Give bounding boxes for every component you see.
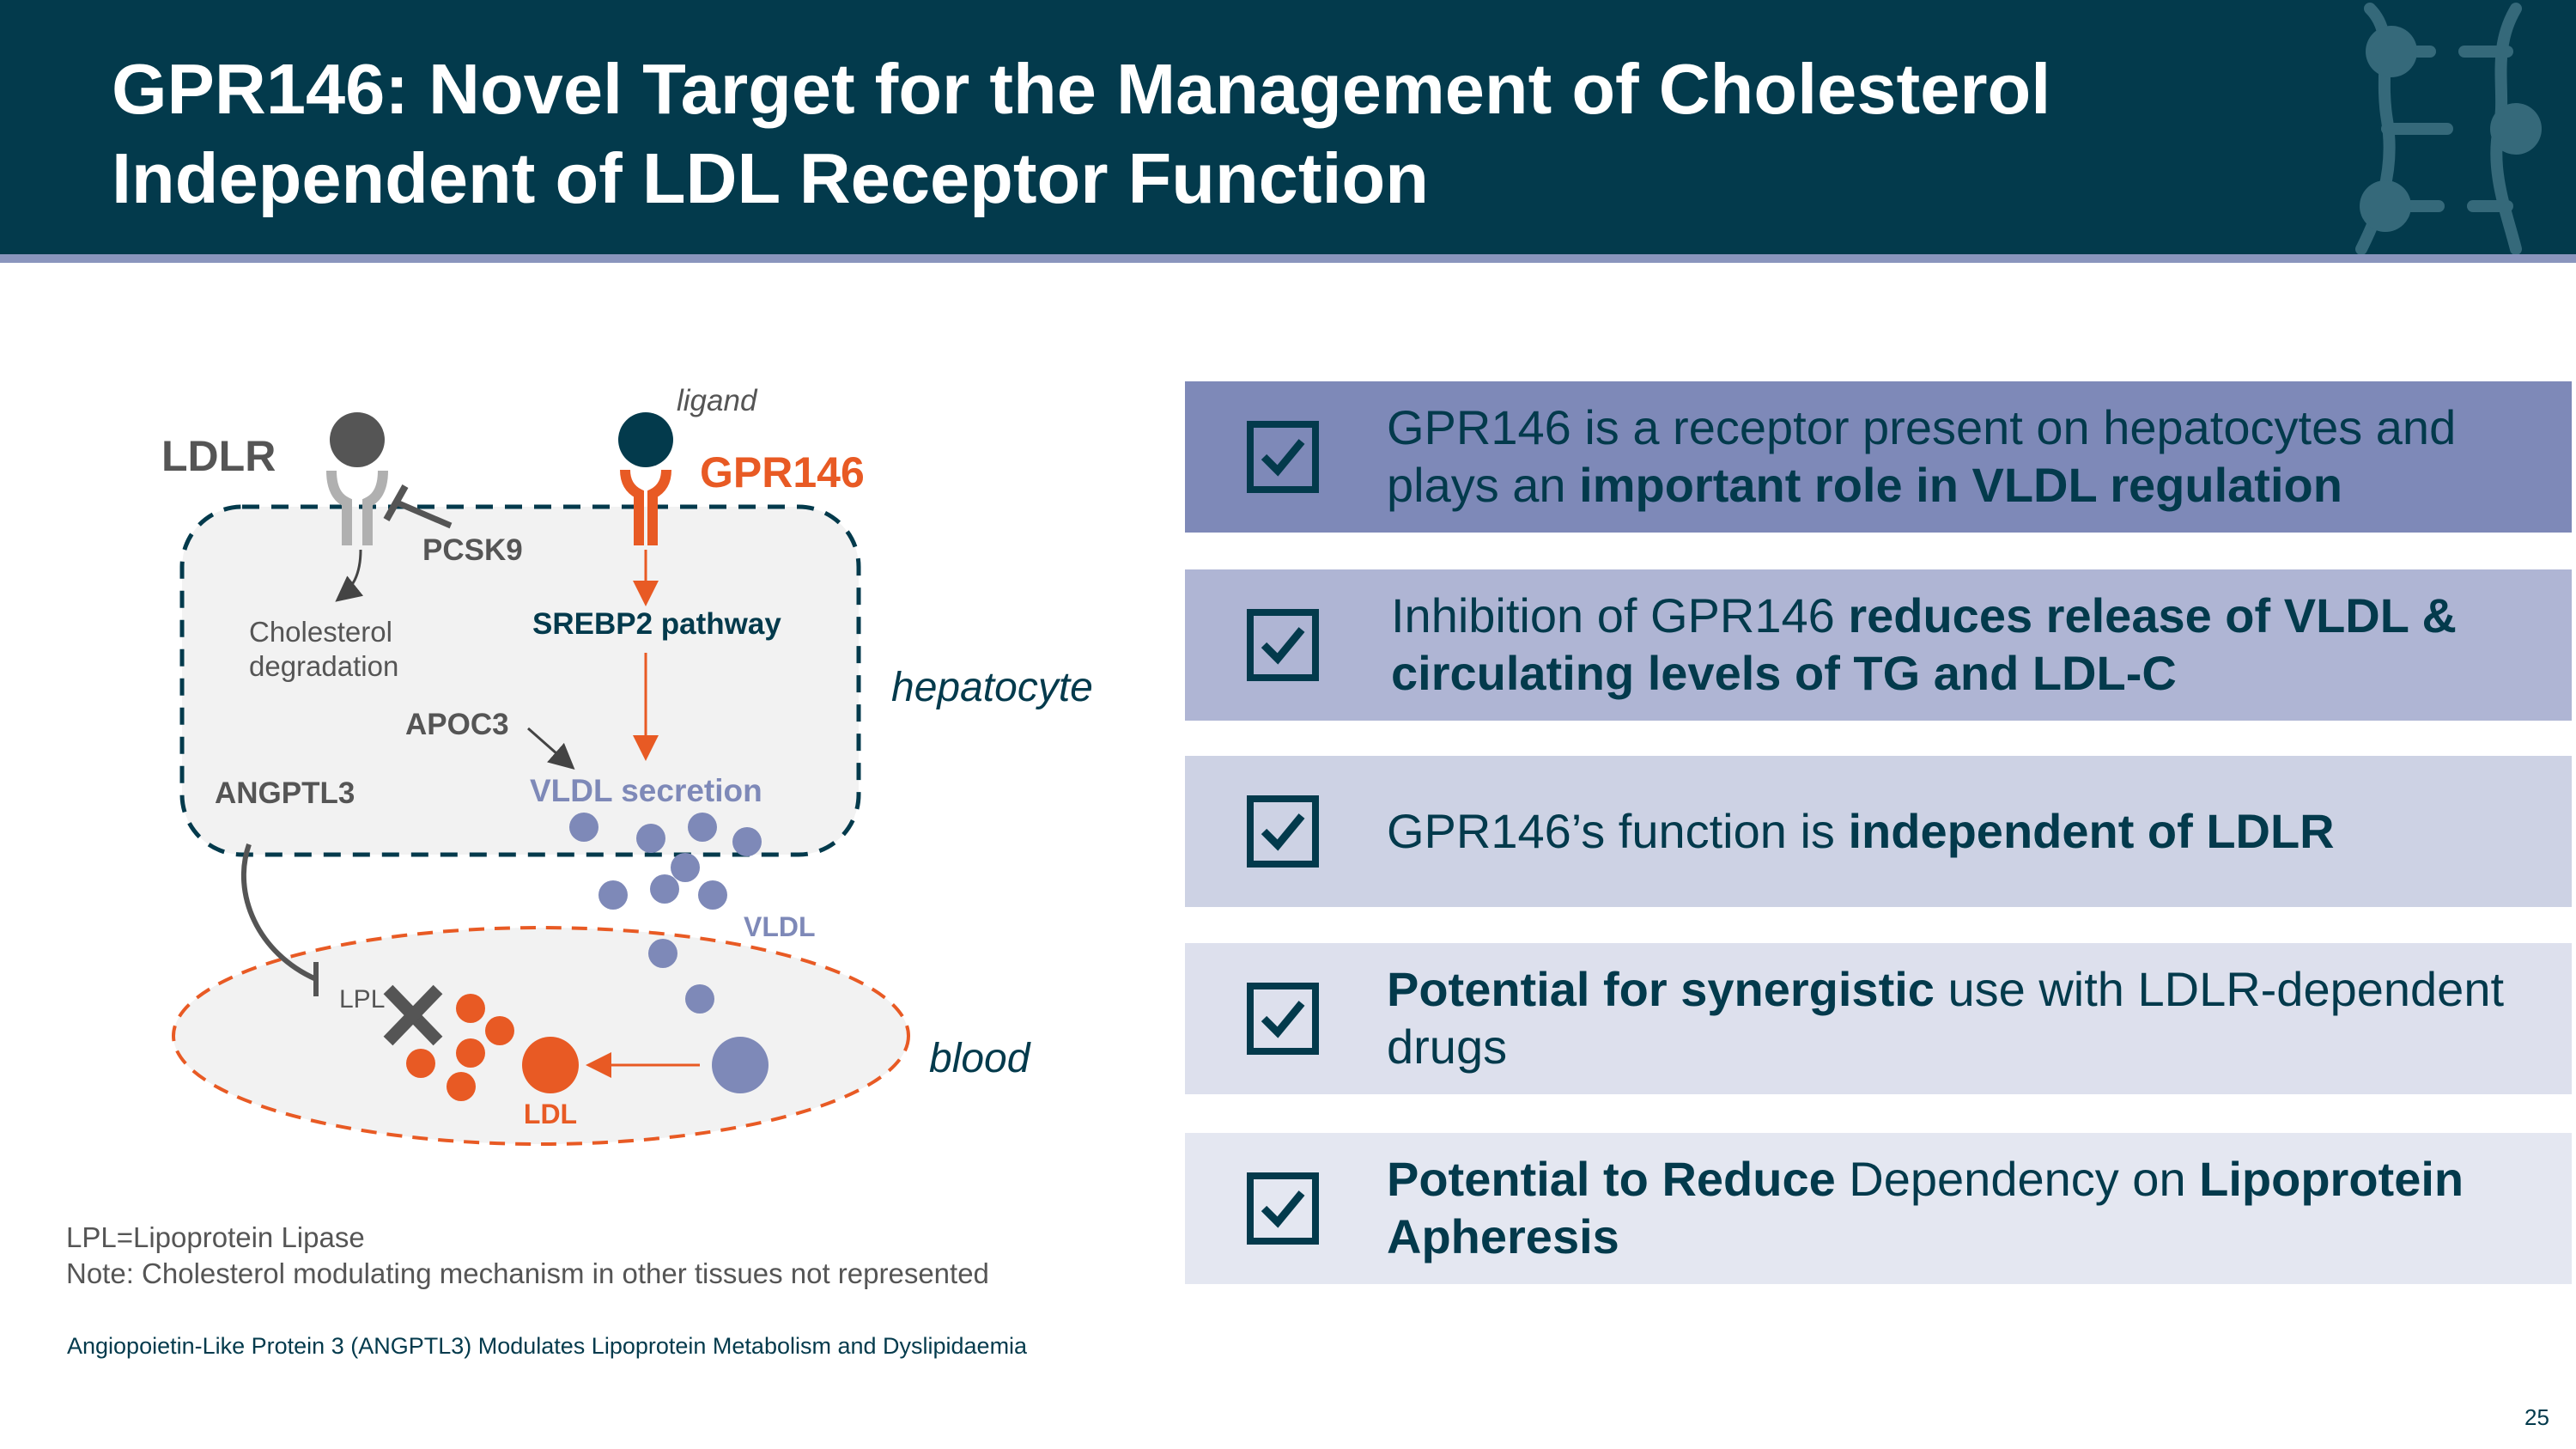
key-point-5: Potential to Reduce Dependency on Lipopr… xyxy=(1185,1133,2572,1284)
vldl-particles xyxy=(569,813,762,1014)
source-citation: Angiopoietin-Like Protein 3 (ANGPTL3) Mo… xyxy=(67,1333,1028,1359)
key-point-2-text: Inhibition of GPR146 reduces release of … xyxy=(1391,587,2533,702)
apoc3-label: APOC3 xyxy=(405,708,509,741)
key-point-1-text-b: important role in VLDL regulation xyxy=(1579,458,2342,512)
degradation-arrow xyxy=(335,549,364,602)
key-point-4-text-a: Potential for synergistic xyxy=(1387,962,1935,1016)
pcsk9-label: PCSK9 xyxy=(422,533,523,567)
key-point-4: Potential for synergistic use with LDLR-… xyxy=(1185,943,2572,1094)
key-point-1: GPR146 is a receptor present on hepatocy… xyxy=(1185,381,2572,533)
title-bar xyxy=(0,0,2576,254)
angptl3-inhibition-line xyxy=(240,843,318,982)
hepatocyte-label: hepatocyte xyxy=(891,665,1093,710)
checkbox-icon xyxy=(1247,795,1319,868)
checkbox-icon xyxy=(1247,983,1319,1055)
cholesterol-degradation-label-1: Cholesterol xyxy=(249,616,392,648)
key-point-2: Inhibition of GPR146 reduces release of … xyxy=(1185,569,2572,721)
apoc3-arrow xyxy=(527,727,575,770)
blood-label: blood xyxy=(929,1036,1031,1081)
checkbox-icon xyxy=(1247,1172,1319,1245)
key-point-5-text-c: Lipoprotein Apheresis xyxy=(1387,1152,2464,1263)
lpl-definition: LPL=Lipoprotein Lipase xyxy=(66,1221,365,1253)
ldlr-label: LDLR xyxy=(161,432,276,480)
lpl-label: LPL xyxy=(339,985,385,1014)
gpr146-receptor xyxy=(618,412,673,545)
ligand-label: ligand xyxy=(677,384,758,417)
slide-title-line-1: GPR146: Novel Target for the Management … xyxy=(112,49,2051,129)
key-point-4-text-b: use with LDLR-dependent drugs xyxy=(1387,962,2505,1074)
slide-title: GPR146: Novel Target for the Management … xyxy=(112,45,2258,223)
ldlr-receptor xyxy=(326,412,388,545)
cholesterol-degradation-label-2: degradation xyxy=(249,650,398,682)
ldl-particles xyxy=(406,994,579,1101)
key-point-5-text-b: Dependency on xyxy=(1835,1152,2200,1206)
key-point-3-text: GPR146’s function is independent of LDLR xyxy=(1387,802,2529,860)
key-point-5-text: Potential to Reduce Dependency on Lipopr… xyxy=(1387,1150,2529,1265)
key-point-2-text-a: Inhibition of GPR146 xyxy=(1391,588,1849,642)
srebp2-label: SREBP2 pathway xyxy=(532,607,781,641)
checkbox-icon xyxy=(1247,609,1319,681)
key-point-4-text: Potential for synergistic use with LDLR-… xyxy=(1387,960,2529,1075)
key-point-1-text-a: GPR146 is a receptor present on hepatocy… xyxy=(1387,400,2457,512)
vldl-large-particle xyxy=(712,1037,769,1093)
mechanism-note: Note: Cholesterol modulating mechanism i… xyxy=(66,1257,989,1289)
key-point-3: GPR146’s function is independent of LDLR xyxy=(1185,756,2572,907)
title-bar-rule xyxy=(0,254,2576,263)
gpr146-mechanism-diagram: LDLR PCSK9 Cholesterol degradation ligan… xyxy=(161,384,1093,1146)
key-point-1-text: GPR146 is a receptor present on hepatocy… xyxy=(1387,399,2529,514)
key-point-2-text-b: reduces release of VLDL & circulating le… xyxy=(1391,588,2457,700)
blood-compartment xyxy=(172,926,910,1146)
vldl-label: VLDL xyxy=(744,911,816,942)
blocked-x-icon xyxy=(383,984,443,1046)
angptl3-label: ANGPTL3 xyxy=(215,776,355,810)
ldl-label: LDL xyxy=(524,1099,577,1129)
slide-title-line-2: Independent of LDL Receptor Function xyxy=(112,138,1429,218)
key-point-5-text-a: Potential to Reduce xyxy=(1387,1152,1836,1206)
pcsk9-inhibitor-icon xyxy=(383,484,453,529)
checkbox-icon xyxy=(1247,421,1319,493)
key-point-3-text-a: GPR146’s function is xyxy=(1387,804,1849,858)
page-number: 25 xyxy=(2524,1404,2549,1430)
vldl-secretion-label: VLDL secretion xyxy=(530,773,762,808)
key-point-3-text-b: independent of LDLR xyxy=(1848,804,2335,858)
ligand-icon xyxy=(618,412,673,467)
footnotes: LPL=Lipoprotein Lipase Note: Cholesterol… xyxy=(66,1220,989,1292)
molecule-logo-icon xyxy=(2355,3,2542,254)
gpr146-label: GPR146 xyxy=(700,448,865,496)
